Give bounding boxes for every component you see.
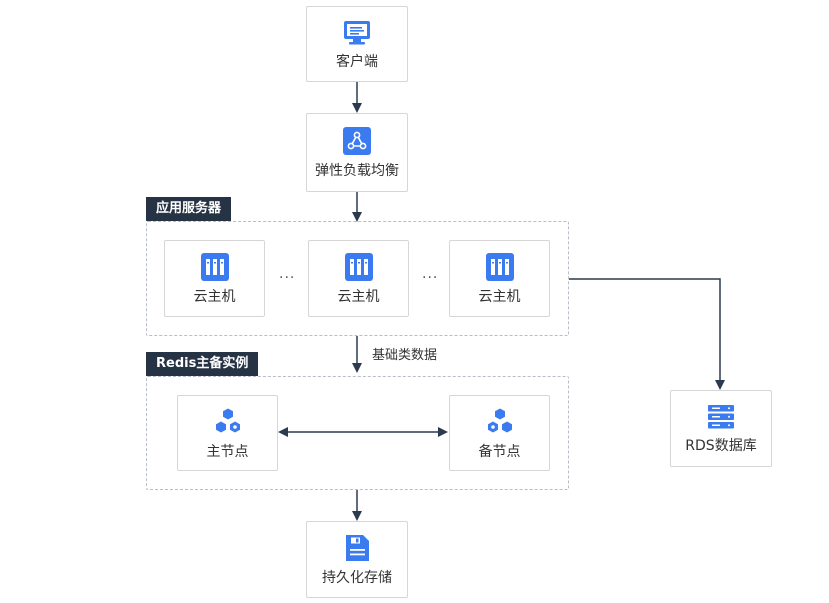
ecs-node-3: 云主机 [449,240,550,317]
storage-node: 持久化存储 [306,521,408,598]
edge-label-basic-data: 基础类数据 [372,348,438,363]
server-icon [200,253,229,281]
ecs-label-2: 云主机 [337,289,380,305]
master-label: 主节点 [206,443,249,460]
database-icon [708,405,734,429]
rds-label: RDS数据库 [685,438,757,454]
save-disk-icon [346,535,369,561]
load-balancer-label: 弹性负载均衡 [315,163,399,179]
ellipsis-1: ... [279,266,296,282]
load-balancer-icon [343,127,371,155]
hexagon-cluster-icon [215,408,240,432]
redis-group-title: Redis主备实例 [146,352,259,376]
redis-group [146,376,569,490]
ellipsis-2: ... [422,266,439,282]
slave-node: 备节点 [449,395,550,471]
server-icon [344,253,373,281]
app-server-group-title: 应用服务器 [146,197,232,221]
ecs-label-1: 云主机 [193,289,236,305]
client-node: 客户端 [306,6,408,82]
app-server-group [146,221,569,336]
rds-node: RDS数据库 [670,390,772,467]
ecs-node-2: 云主机 [308,240,409,317]
server-icon [485,253,514,281]
hexagon-cluster-icon [487,408,512,432]
ecs-node-1: 云主机 [164,240,265,317]
client-label: 客户端 [336,53,378,70]
edge-app-to-rds [569,278,725,390]
monitor-icon [344,20,370,44]
storage-label: 持久化存储 [322,570,392,586]
master-node: 主节点 [177,395,278,471]
ecs-label-3: 云主机 [478,289,521,305]
load-balancer-node: 弹性负载均衡 [306,113,408,192]
slave-label: 备节点 [478,443,521,460]
